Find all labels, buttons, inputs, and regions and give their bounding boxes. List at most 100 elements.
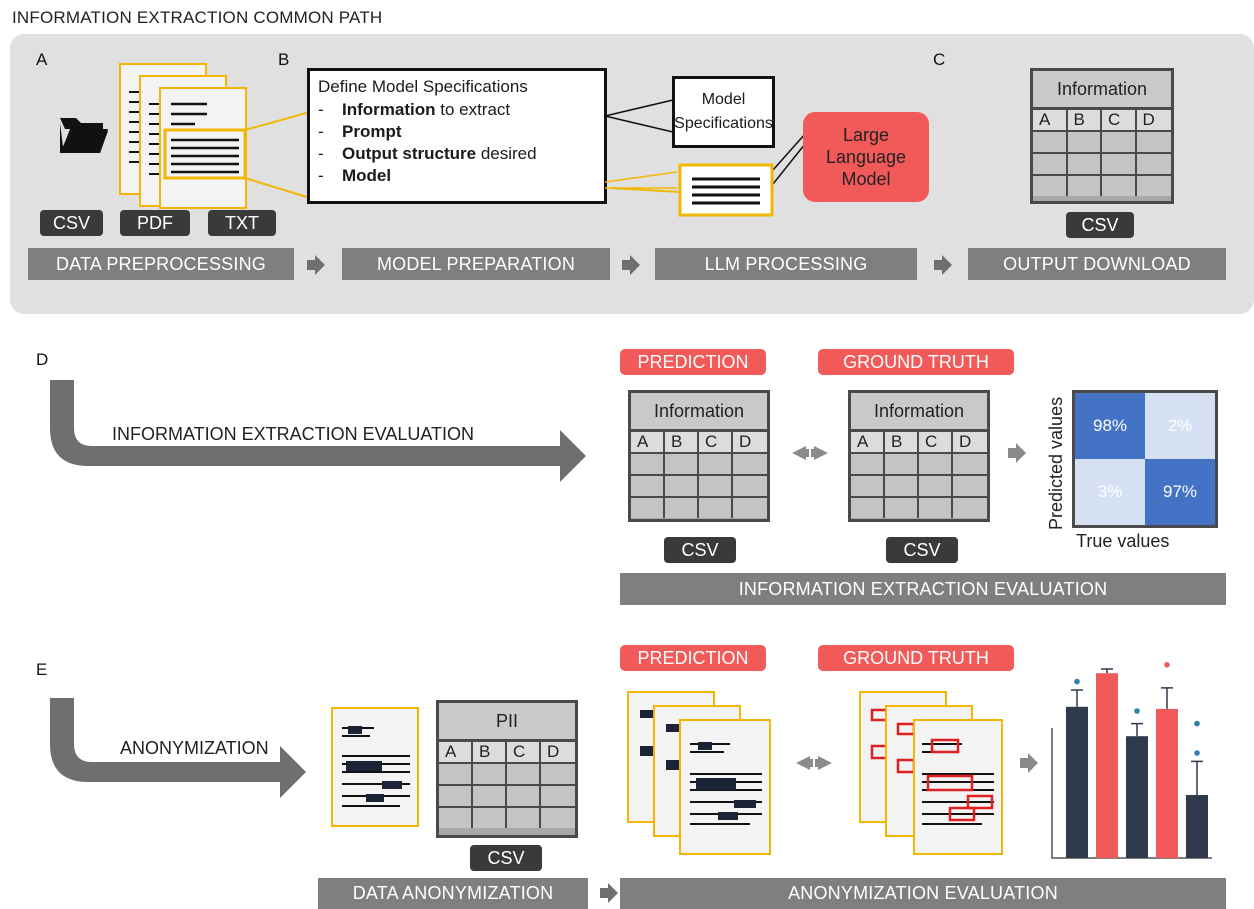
spec-item-model: -Model [318,166,392,185]
col-d: D [541,742,575,764]
llm-line2: Language [825,147,907,167]
spec-connector-lines [605,99,806,189]
chart-bar [1126,736,1148,858]
chart-error-bar [1131,722,1143,737]
chart-bar [1096,673,1118,858]
col-c: C [919,432,953,454]
step-arrow-icon [307,255,325,275]
chart-error-bar [1101,668,1113,674]
ms-line1: Model [701,91,746,108]
ground-truth-tag: GROUND TRUTH [818,349,1014,375]
col-b: B [1067,110,1102,132]
stage-information-extraction-evaluation: INFORMATION EXTRACTION EVALUATION [620,573,1226,605]
col-b: B [665,432,699,454]
chart-error-bar [1161,687,1173,709]
chart-bar [1156,708,1178,858]
col-c: C [699,432,733,454]
prediction-documents-icon [627,691,771,855]
table-header: Information [631,393,767,432]
step-arrow-icon [622,255,640,275]
anonymized-document-icon [331,707,419,827]
col-d: D [953,432,987,454]
col-a: A [439,742,473,764]
output-information-table: Information A B C D [1030,68,1174,204]
ground-truth-csv-tag: CSV [886,537,958,563]
step-arrow-icon [600,883,618,903]
step-arrow-icon [1008,443,1026,463]
prediction-table: Information A B C D [628,390,770,522]
chart-error-bar [1191,760,1203,795]
spec-item-prompt: -Prompt [318,122,402,141]
pii-table: PII A B C D [436,700,578,838]
col-b: B [473,742,507,764]
source-documents-icon [119,63,247,209]
stage-output-download: OUTPUT DOWNLOAD [968,248,1226,280]
spec-item-output-structure: -Output structure desired [318,144,537,163]
panel-letter-c: C [933,50,946,69]
table-header: Information [851,393,987,432]
chart-point [1134,708,1140,714]
prediction-csv-tag: CSV [664,537,736,563]
col-d: D [733,432,767,454]
model-specifications-box: Define Model Specifications -Information… [307,68,607,204]
confusion-matrix: 98% 2% 3% 97% [1072,390,1218,528]
flow-arrow-d [50,380,586,482]
ms-line2: Specifications [674,115,773,132]
spec-title: Define Model Specifications [318,77,528,96]
col-a: A [1033,110,1068,132]
output-csv-tag: CSV [1066,212,1134,238]
ground-truth-table: Information A B C D [848,390,990,522]
cm-cell-tn: 97% [1145,459,1215,525]
col-c: C [1102,110,1137,132]
chart-point [1164,662,1170,668]
step-arrow-icon [934,255,952,275]
page-title: INFORMATION EXTRACTION COMMON PATH [12,8,383,27]
chart-bar [1066,706,1088,858]
csv-tag: CSV [40,210,103,236]
panel-letter-b: B [278,50,290,69]
panel-letter-d: D [36,350,49,369]
cm-cell-fn: 3% [1075,459,1145,525]
cm-cell-fp: 2% [1145,393,1215,459]
chart-error-bar [1071,689,1083,707]
stage-data-preprocessing: DATA PREPROCESSING [28,248,294,280]
folder-icon [60,118,108,153]
table-header: Information [1033,71,1171,110]
chart-point [1194,750,1200,756]
llm-line3: Model [841,169,891,189]
prediction-tag: PREDICTION [620,349,766,375]
cm-cell-tp: 98% [1075,393,1145,459]
prompt-document-icon [678,163,774,217]
txt-tag: TXT [208,210,276,236]
prediction-tag-e: PREDICTION [620,645,766,671]
llm-line1: Large [842,125,890,145]
panel-letter-e: E [36,660,48,679]
panel-letter-a: A [36,50,48,69]
ground-truth-documents-icon [859,691,1003,855]
flow-arrow-e [50,698,306,798]
col-a: A [851,432,885,454]
anonymization-bar-chart [1051,662,1212,859]
stage-model-preparation: MODEL PREPARATION [342,248,610,280]
flow-label-d: INFORMATION EXTRACTION EVALUATION [112,424,475,444]
confusion-xlabel: True values [1076,531,1170,551]
pii-csv-tag: CSV [470,845,542,871]
flow-label-e: ANONYMIZATION [120,738,269,758]
col-b: B [885,432,919,454]
pdf-tag: PDF [120,210,190,236]
col-a: A [631,432,665,454]
spec-item-information: -Information to extract [318,100,511,119]
table-header: PII [439,703,575,742]
ground-truth-tag-e: GROUND TRUTH [818,645,1014,671]
stage-data-anonymization: DATA ANONYMIZATION [318,878,588,909]
col-d: D [1136,110,1171,132]
stage-anonymization-evaluation: ANONYMIZATION EVALUATION [620,878,1226,909]
compare-arrows-icon [792,446,828,460]
stage-llm-processing: LLM PROCESSING [655,248,917,280]
chart-bar [1186,795,1208,858]
compare-arrows-icon [796,756,832,770]
step-arrow-icon [1020,753,1038,773]
confusion-ylabel: Predicted values [1046,396,1066,530]
